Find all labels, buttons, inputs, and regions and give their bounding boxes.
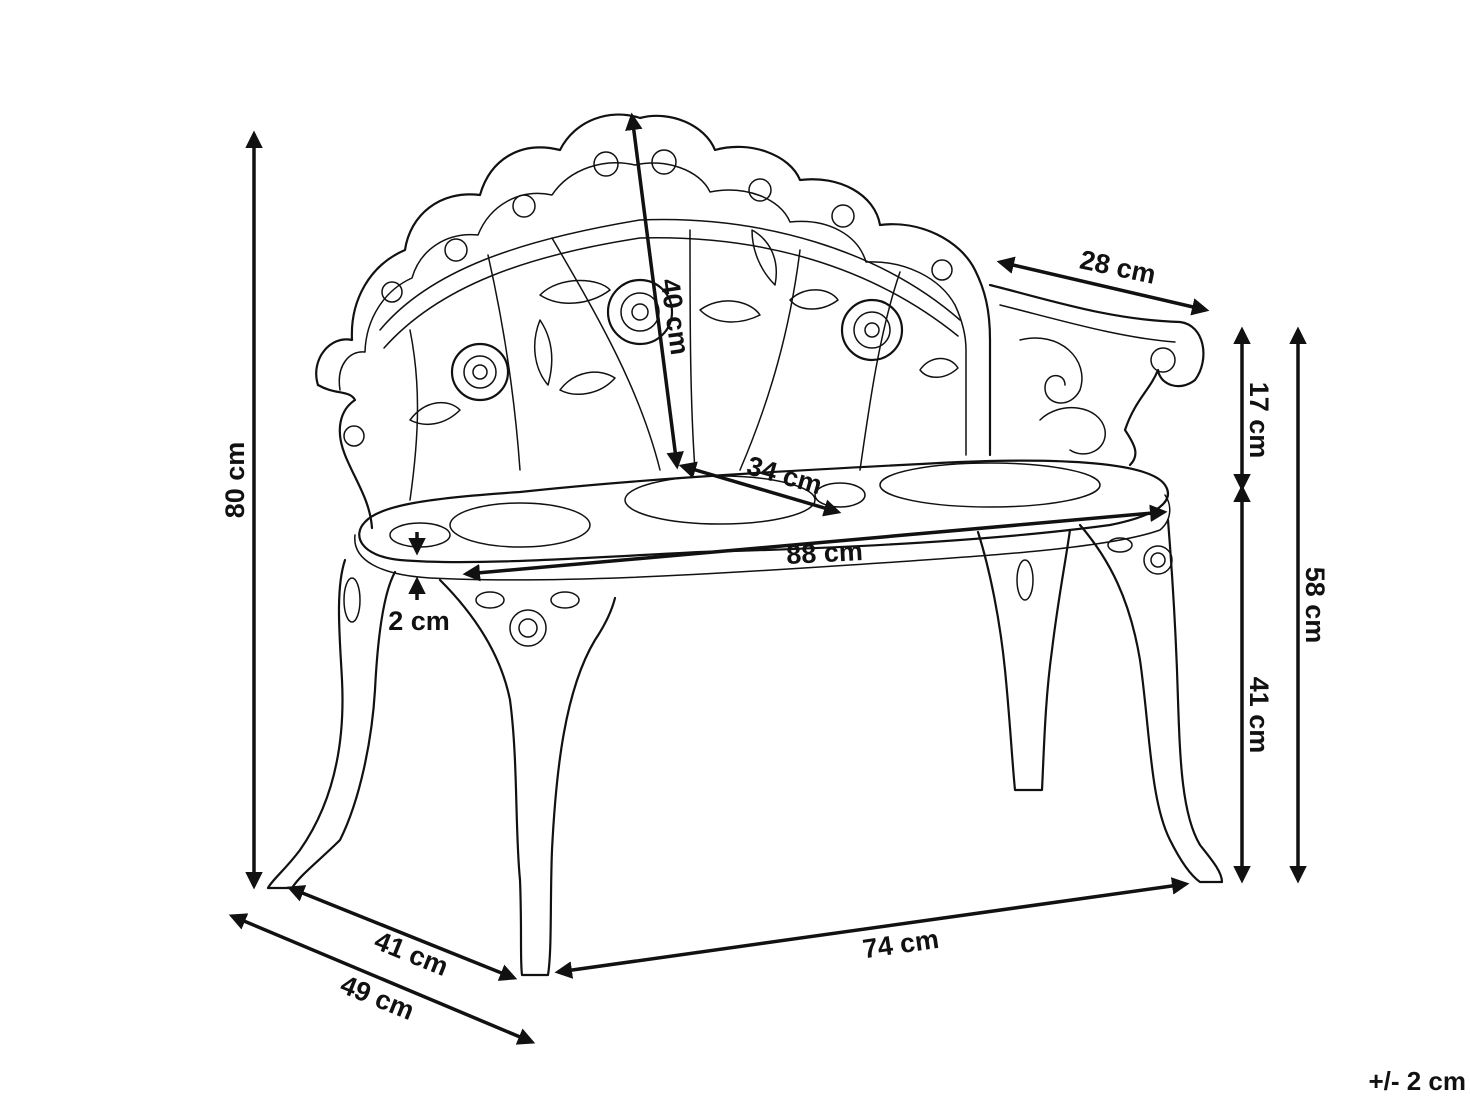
left-armrest	[316, 383, 374, 530]
dimension-labels: 80 cm 40 cm 28 cm 34 cm 88 cm 2 cm 17 cm…	[220, 245, 1466, 1096]
leaves	[409, 229, 959, 426]
leg-width-label: 74 cm	[861, 924, 941, 964]
seat-width-dimension	[462, 504, 1168, 582]
dimension-lines	[228, 112, 1307, 1045]
front-left-leg	[438, 578, 617, 977]
leg-width-dimension	[554, 877, 1190, 979]
tolerance-label: +/- 2 cm	[1368, 1066, 1466, 1096]
bench-drawing	[266, 113, 1224, 977]
backrest-bars	[409, 229, 901, 501]
leg-ornaments	[343, 537, 1173, 647]
armrest-height-label: 17 cm	[1244, 382, 1274, 459]
front-right-leg	[1078, 518, 1224, 884]
armrest-length-dimension	[996, 256, 1210, 316]
seat-thickness-label: 2 cm	[388, 606, 450, 636]
back-right-leg	[976, 528, 1072, 792]
total-height-label: 80 cm	[220, 442, 250, 519]
seat-width-label: 88 cm	[786, 536, 864, 570]
back-height-dimension	[625, 112, 684, 470]
seat-depth-dimension	[678, 461, 842, 517]
seat-height-label: 41 cm	[1244, 677, 1274, 754]
seat-depth-label: 34 cm	[744, 450, 826, 500]
arm-total-height-label: 58 cm	[1300, 567, 1330, 644]
leg-depth-label: 41 cm	[370, 925, 452, 981]
right-arm-scroll	[1019, 337, 1176, 455]
right-armrest	[988, 283, 1205, 467]
back-left-leg	[266, 558, 397, 890]
total-depth-dimension	[228, 913, 536, 1045]
